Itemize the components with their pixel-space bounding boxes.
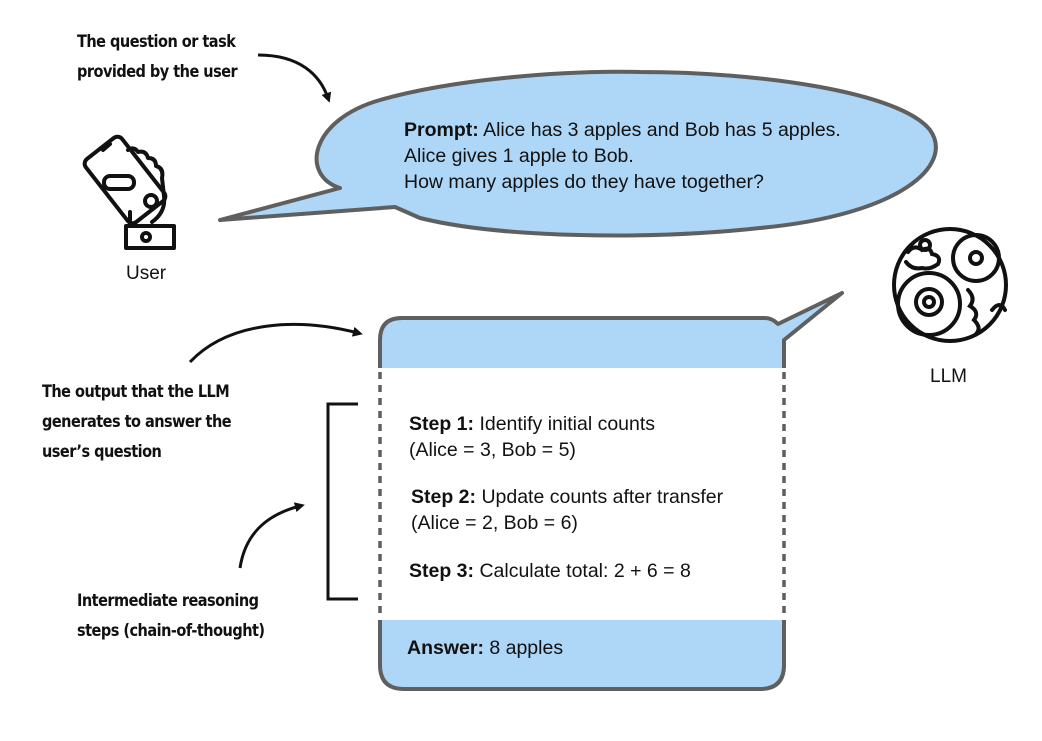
response-box-header-outline	[378, 291, 844, 368]
step-text: Update counts after transfer	[481, 486, 724, 508]
hand-holding-phone-icon	[82, 134, 176, 250]
reasoning-step-1: Step 1: Identify initial counts (Alice =…	[409, 411, 655, 463]
step-heading: Step 1:	[409, 413, 475, 435]
annotation-user-question: The question or task provided by the use…	[77, 32, 238, 81]
prompt-text: Prompt: Alice has 3 apples and Bob has 5…	[404, 117, 841, 195]
prompt-bubble	[218, 69, 938, 238]
annotation-llm-output: The output that the LLM generates to ans…	[42, 382, 232, 461]
prompt-line-1: Alice has 3 apples and Bob has 5 apples.	[483, 119, 841, 141]
prompt-line-3: How many apples do they have together?	[404, 171, 764, 193]
arrow-to-reasoning	[238, 502, 305, 569]
gears-brain-icon	[892, 227, 1008, 343]
step-heading: Step 2:	[411, 486, 477, 508]
step-detail: (Alice = 3, Bob = 5)	[409, 439, 576, 461]
arrow-to-prompt	[257, 53, 332, 103]
answer-value: 8 apples	[489, 637, 564, 659]
step-heading: Step 3:	[409, 560, 475, 582]
user-label: User	[126, 263, 167, 284]
step-text: Calculate total: 2 + 6 = 8	[479, 560, 691, 582]
step-text: Identify initial counts	[479, 413, 656, 435]
response-box-header	[380, 293, 842, 368]
arrow-to-output	[188, 322, 363, 364]
prompt-heading: Prompt:	[404, 119, 479, 141]
prompt-line-2: Alice gives 1 apple to Bob.	[404, 145, 634, 167]
answer-band-outline	[378, 620, 786, 691]
reasoning-step-2: Step 2: Update counts after transfer (Al…	[411, 484, 723, 536]
reasoning-step-3: Step 3: Calculate total: 2 + 6 = 8	[409, 558, 691, 584]
reasoning-bracket	[326, 402, 358, 601]
answer-text: Answer: 8 apples	[407, 635, 563, 661]
answer-band	[380, 620, 784, 689]
answer-heading: Answer:	[407, 637, 484, 659]
step-detail: (Alice = 2, Bob = 6)	[411, 512, 578, 534]
annotation-reasoning-steps: Intermediate reasoning steps (chain-of-t…	[77, 591, 265, 640]
llm-label: LLM	[930, 366, 967, 387]
